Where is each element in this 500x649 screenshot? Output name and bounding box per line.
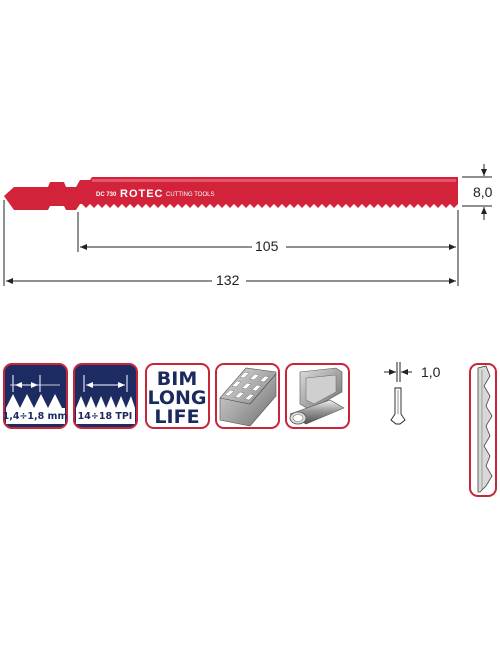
total-length-dimension: 132 — [3, 200, 459, 288]
thickness-label: 1,0 — [421, 364, 441, 380]
profile-pipe-icon — [285, 363, 350, 429]
tooth-pitch-icon: 1,4÷1,8 mm — [3, 363, 68, 429]
total-length-label: 132 — [216, 272, 240, 288]
bim-line2: LONG — [147, 387, 206, 409]
tooth-set-icon — [469, 363, 497, 497]
thickness-dimension: 1,0 — [384, 362, 441, 425]
saw-blade: DC 730 ROTEC CUTTING TOOLS — [4, 177, 458, 210]
blade-body — [4, 177, 458, 210]
bim-long-life-icon: BIM LONG LIFE — [145, 363, 210, 429]
blade-brand: ROTEC — [120, 188, 164, 200]
tooth-pitch-label: 1,4÷1,8 mm — [3, 411, 68, 422]
height-label: 8,0 — [473, 184, 493, 200]
tpi-label: 14÷18 TPI — [78, 411, 133, 422]
bim-line1: BIM — [157, 368, 197, 390]
height-dimension: 8,0 — [462, 164, 493, 220]
working-length-label: 105 — [255, 238, 279, 254]
tpi-icon: 14÷18 TPI — [73, 363, 138, 429]
working-length-dimension: 105 — [77, 210, 459, 254]
perforated-sheet-icon — [215, 363, 280, 429]
blade-tagline: CUTTING TOOLS — [166, 192, 214, 198]
blade-highlight — [92, 179, 456, 182]
blade-model: DC 730 — [96, 192, 117, 198]
bim-line3: LIFE — [154, 406, 199, 428]
